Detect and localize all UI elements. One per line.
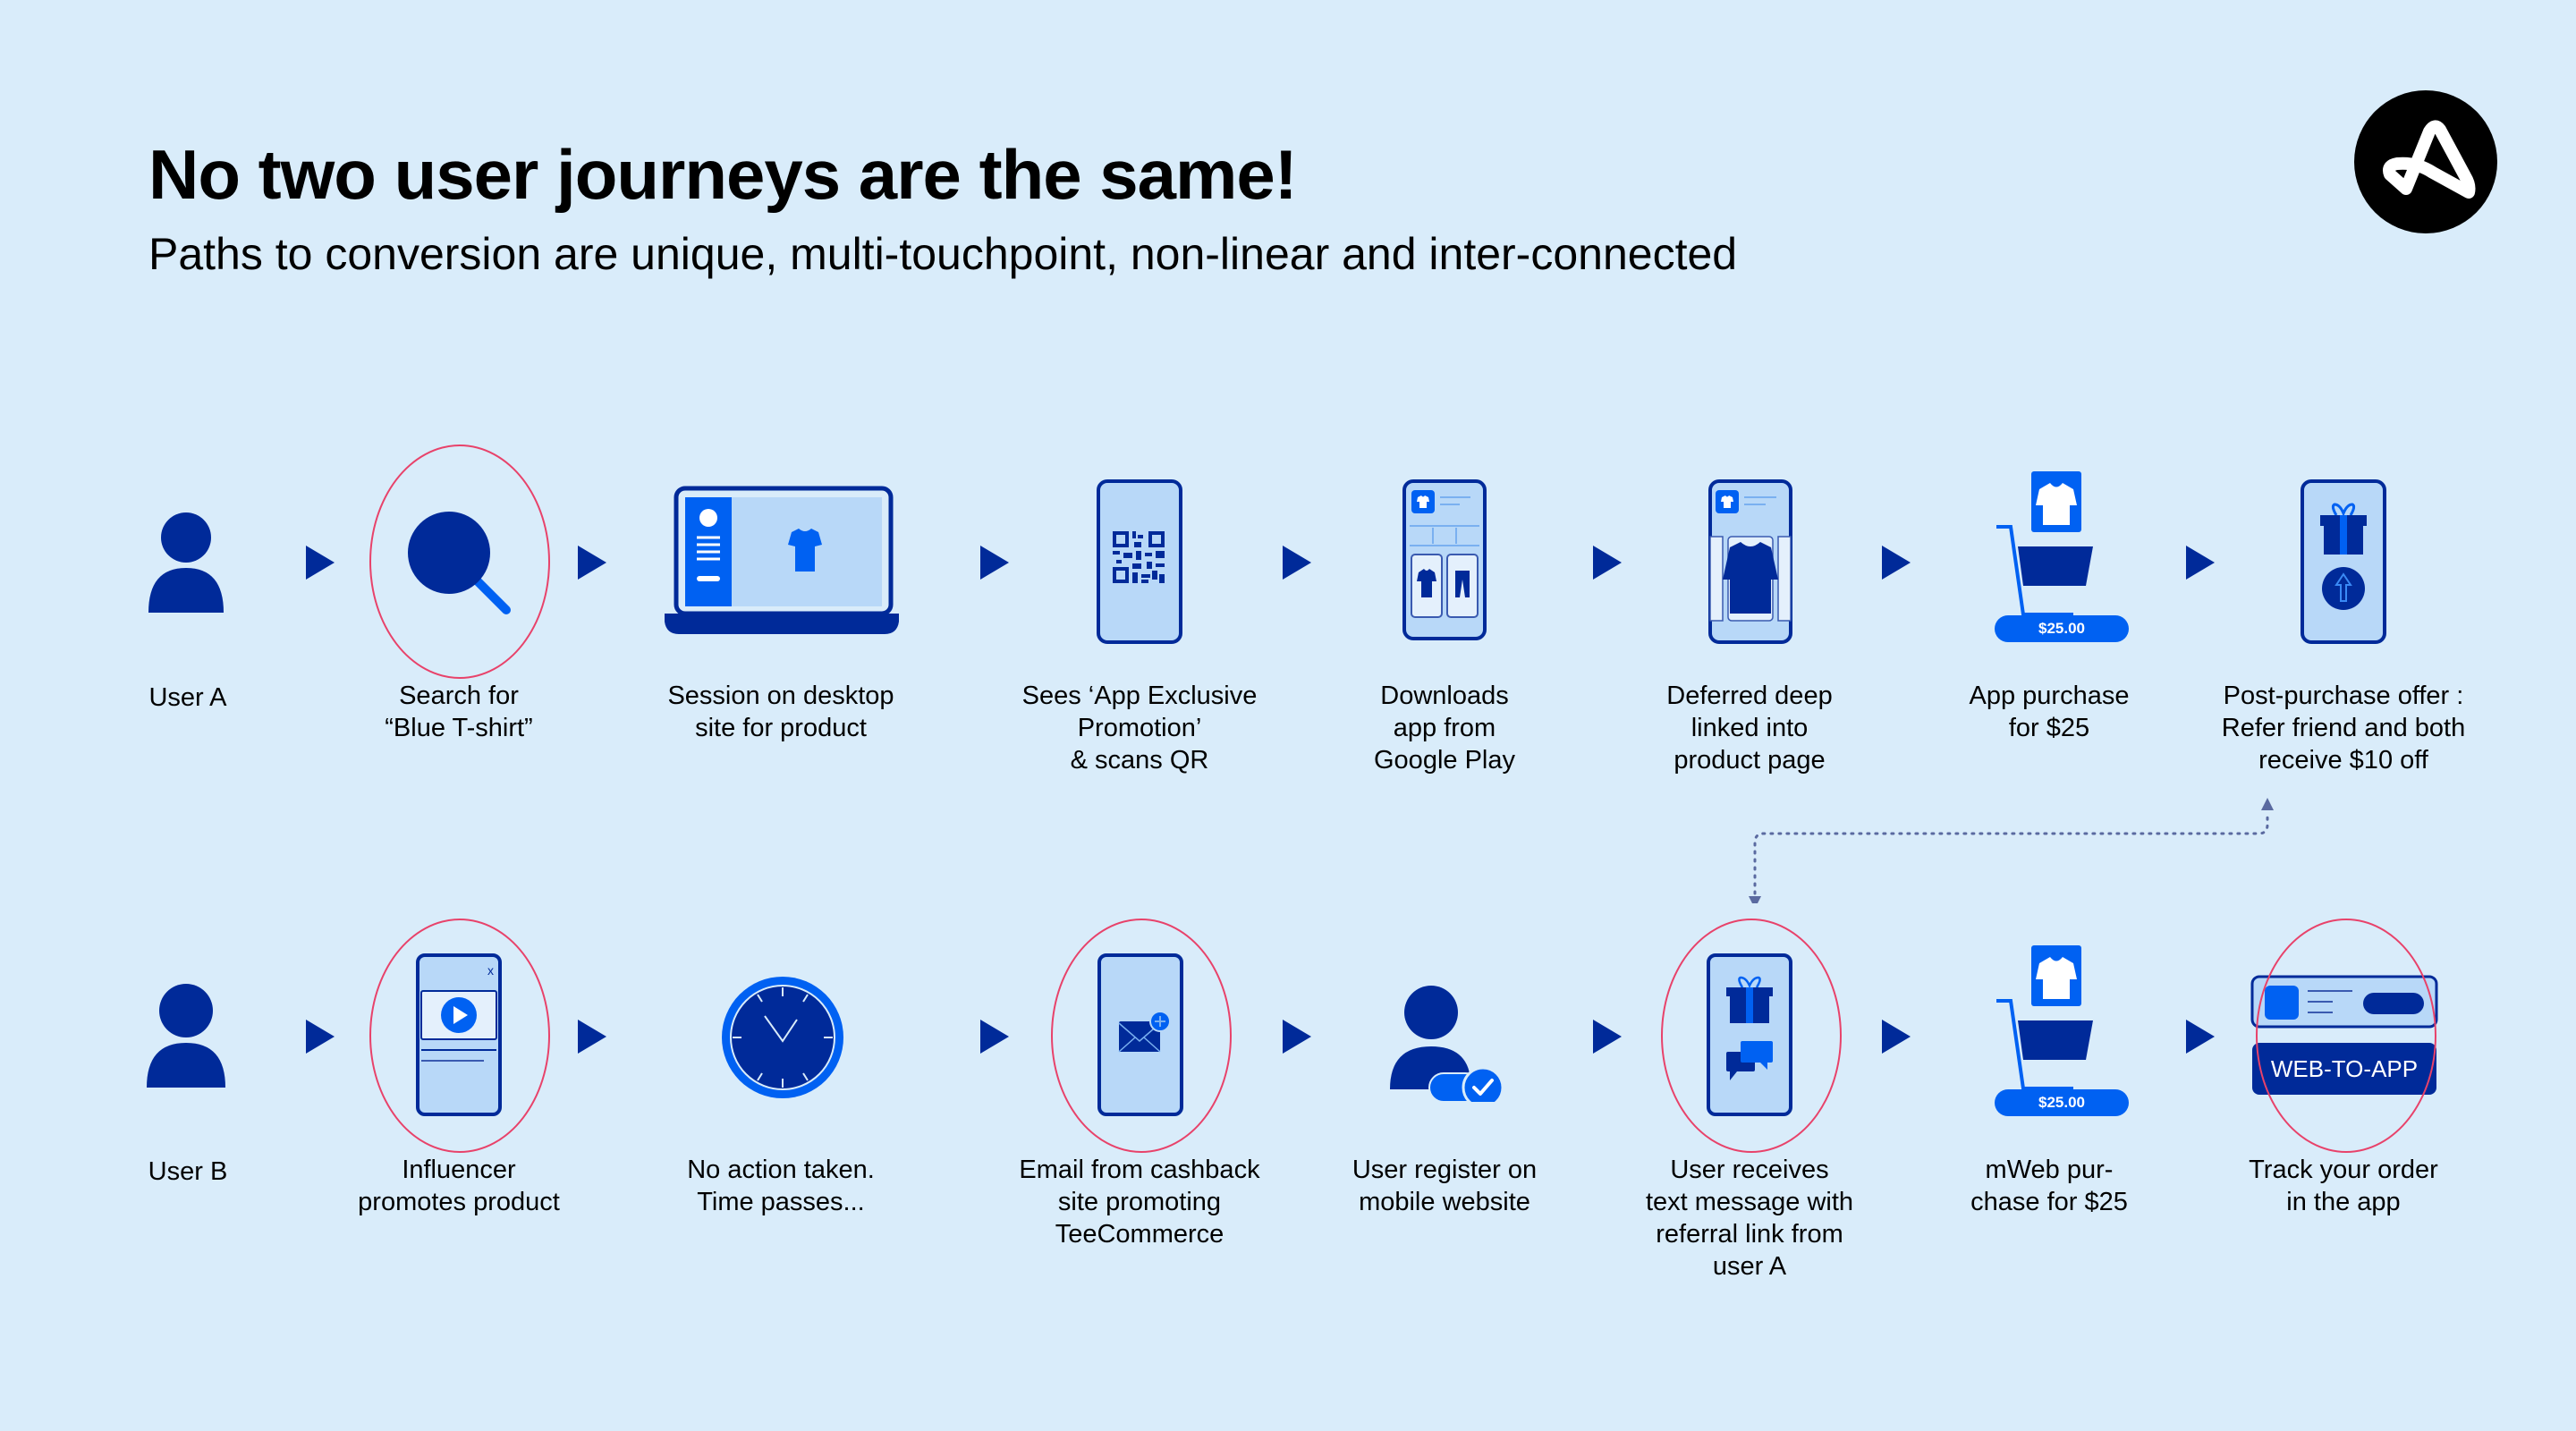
- arrow-b3: [980, 1020, 1009, 1054]
- step-a3-label: Sees ‘App Exclusive Promotion’ & scans Q…: [1021, 682, 1258, 775]
- step-a2-label: Session on desktop site for product: [667, 682, 894, 742]
- step-b3-label: Email from cashback site promoting TeeCo…: [1019, 1156, 1260, 1249]
- step-b7-label: Track your order in the app: [2249, 1156, 2438, 1216]
- highlight-ring-b5: [1661, 919, 1842, 1153]
- cart-icon: [1996, 945, 2093, 1107]
- step-b6-label: mWeb pur- chase for $25: [1970, 1156, 2128, 1216]
- highlight-ring-b1: [369, 919, 550, 1153]
- price-pill-a: $25.00: [1995, 615, 2129, 642]
- arrow-a7: [2186, 546, 2215, 580]
- qr-phone-icon: [1097, 479, 1182, 644]
- price-pill-b: $25.00: [1995, 1089, 2129, 1116]
- step-a4-label: Downloads app from Google Play: [1374, 682, 1515, 775]
- laptop-icon: [665, 486, 899, 634]
- product-page-phone-icon: [1708, 479, 1792, 644]
- arrow-a3: [980, 546, 1009, 580]
- user-a-label: User A: [148, 683, 227, 712]
- arrow-b4: [1283, 1020, 1311, 1054]
- highlight-ring-a1: [369, 445, 550, 679]
- svg-text:x: x: [487, 963, 494, 978]
- email-phone-icon: [1097, 953, 1183, 1116]
- cart-icon: [1996, 471, 2093, 633]
- arrow-a1: [306, 546, 335, 580]
- arrow-b7: [2186, 1020, 2215, 1054]
- arrow-a6: [1882, 546, 1911, 580]
- clock-icon: [722, 977, 843, 1098]
- highlight-ring-b7: [2256, 919, 2436, 1153]
- arrow-a2: [578, 546, 606, 580]
- arrow-b5: [1593, 1020, 1622, 1054]
- arrow-a4: [1283, 546, 1311, 580]
- app-store-phone-icon: [1402, 479, 1487, 640]
- page-subtitle: Paths to conversion are unique, multi-to…: [148, 229, 1738, 279]
- step-a5-label: Deferred deep linked into product page: [1666, 682, 1833, 775]
- brand-a-logo-icon: [2354, 90, 2497, 233]
- step-b5-label: User receives text message with referral…: [1645, 1156, 1854, 1281]
- arrow-b6: [1882, 1020, 1911, 1054]
- magnifier-icon: [408, 512, 511, 614]
- page-title: No two user journeys are the same!: [148, 135, 1298, 214]
- step-a7-label: Post-purchase offer : Refer friend and b…: [2221, 682, 2466, 775]
- user-b-avatar-icon: [147, 984, 225, 1088]
- user-a-avatar-icon: [148, 512, 224, 613]
- user-b-label: User B: [148, 1157, 228, 1186]
- highlight-ring-b3: [1051, 919, 1232, 1153]
- video-phone-icon: x: [416, 953, 502, 1116]
- gift-share-phone-icon: [2301, 479, 2386, 644]
- user-check-icon: [1390, 986, 1504, 1102]
- step-b4-label: User register on mobile website: [1352, 1156, 1538, 1216]
- arrow-a5: [1593, 546, 1622, 580]
- arrow-b2: [578, 1020, 606, 1054]
- step-a6-label: App purchase for $25: [1969, 682, 2130, 742]
- step-b2-label: No action taken. Time passes...: [687, 1156, 875, 1216]
- step-a1-label: Search for “Blue T-shirt”: [385, 682, 533, 742]
- referral-connector: [1749, 798, 2274, 903]
- arrow-b1: [306, 1020, 335, 1054]
- step-b1-label: Influencer promotes product: [358, 1156, 560, 1216]
- gift-message-phone-icon: [1707, 953, 1792, 1116]
